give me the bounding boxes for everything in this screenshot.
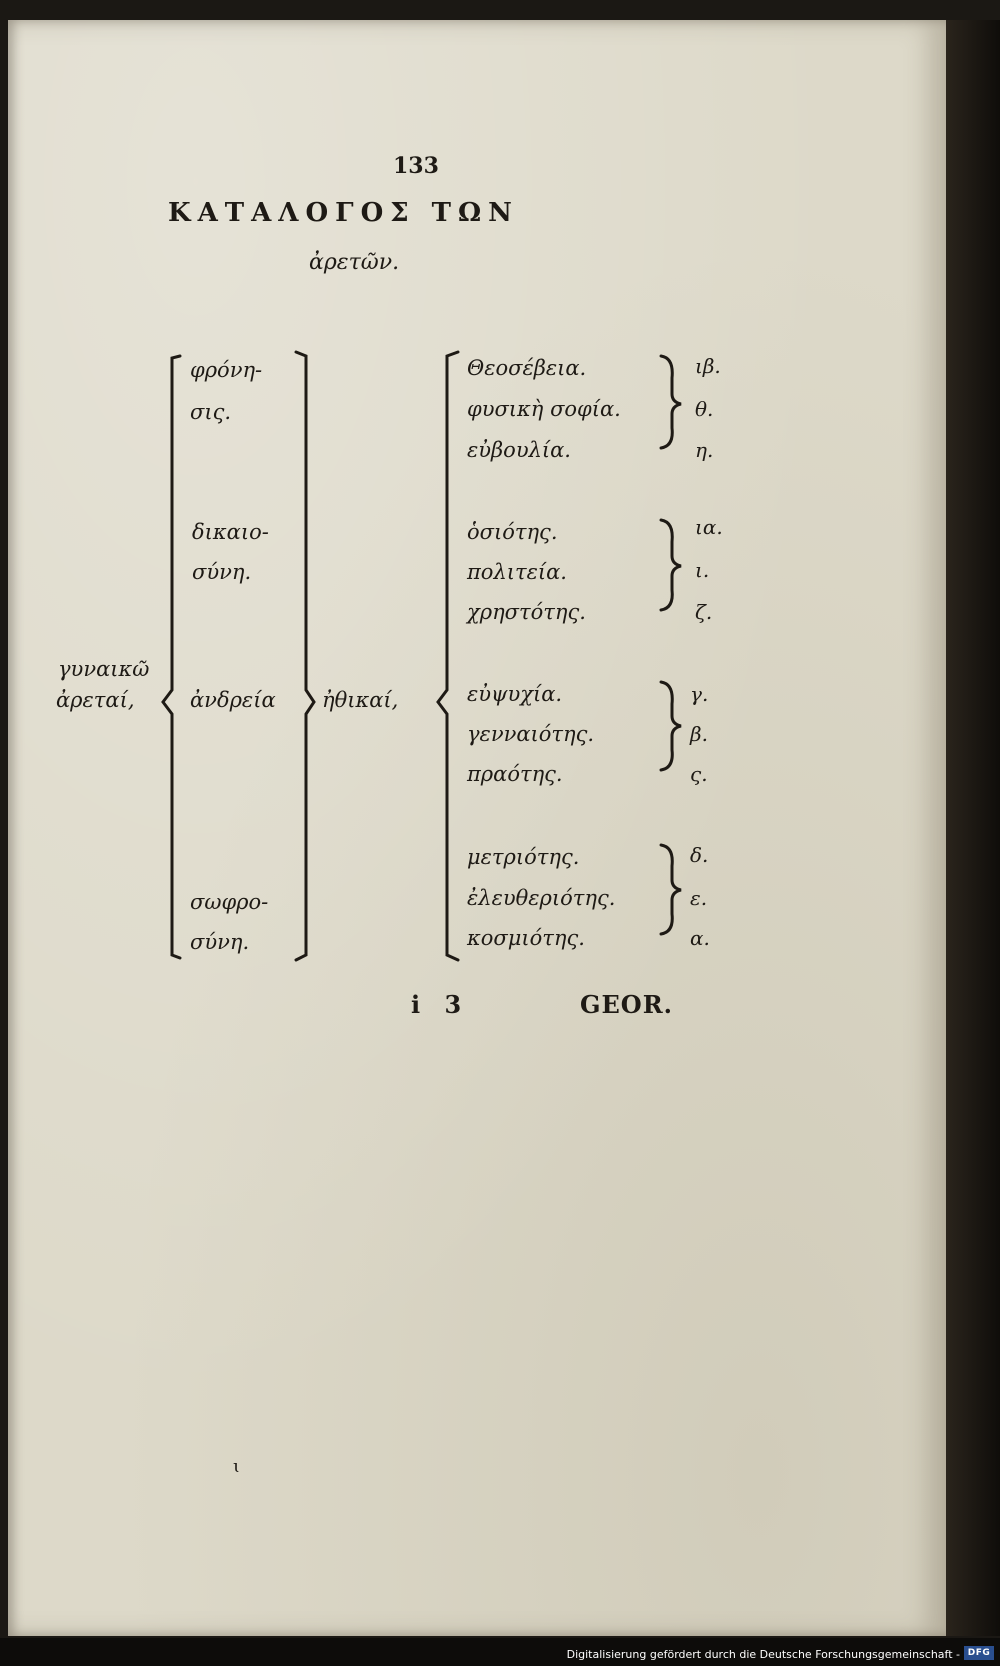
group-brace-3	[659, 680, 682, 772]
group-brace-2	[659, 518, 682, 612]
cardinal-left-bracket	[161, 354, 182, 960]
cardinal-4-line2: σύνη.	[190, 930, 250, 954]
group-2-item-3: χρηστότης.	[467, 600, 586, 624]
group-brace-4	[659, 843, 682, 936]
catchword: GEOR.	[580, 990, 673, 1019]
group-2-number-3: ζ.	[695, 600, 713, 624]
dfg-logo-icon: DFG	[964, 1646, 994, 1660]
group-3-item-3: πραότης.	[467, 762, 563, 786]
group-3-number-2: β.	[690, 722, 708, 746]
subvirtue-left-bracket	[436, 350, 460, 962]
group-brace-1	[659, 354, 682, 450]
cardinal-2-line1: δικαιο-	[192, 520, 269, 544]
book-page	[8, 20, 946, 1636]
group-1-number-2: θ.	[695, 397, 714, 421]
group-4-item-3: κοσμιότης.	[467, 926, 585, 950]
group-3-number-1: γ.	[690, 682, 709, 706]
group-2-number-2: ι.	[695, 558, 710, 582]
cardinal-1-line1: φρόνη-	[190, 358, 263, 382]
stray-mark: ɩ	[233, 1456, 241, 1477]
group-3-item-1: εὐψυχία.	[467, 682, 563, 706]
root-label-line1: γυναικῶ	[58, 657, 150, 681]
cardinal-2-line2: σύνη.	[192, 560, 252, 584]
mid-label: ἠθικαί,	[322, 688, 399, 712]
cardinal-4-line1: σωφρο-	[190, 890, 269, 914]
page-number: 133	[393, 153, 439, 179]
cardinal-1-line2: σις.	[190, 400, 232, 424]
group-3-item-2: γενναιότης.	[467, 722, 595, 746]
group-2-number-1: ια.	[695, 515, 723, 539]
cardinal-3-line1: ἀνδρεία	[190, 688, 276, 712]
page-edge-shadow	[946, 20, 1000, 1636]
group-2-item-2: πολιτεία.	[467, 560, 567, 584]
root-label-line2: ἀρεταί,	[56, 688, 135, 712]
group-2-item-1: ὁσιότης.	[467, 520, 558, 544]
group-1-number-3: η.	[695, 438, 714, 462]
page-title: ΚΑΤΑΛΟΓΟΣ ΤΩΝ	[168, 198, 519, 228]
group-1-item-1: Θεοσέβεια.	[467, 356, 587, 380]
group-3-number-3: ς.	[690, 762, 708, 786]
group-4-item-2: ἐλευθεριότης.	[467, 886, 616, 910]
page-subtitle: ἀρετῶν.	[309, 250, 400, 275]
group-1-number-1: ιβ.	[695, 354, 721, 378]
cardinal-right-bracket	[294, 350, 316, 962]
group-1-item-2: φυσικὴ σοφία.	[467, 397, 621, 421]
digitization-credit: Digitalisierung gefördert durch die Deut…	[566, 1648, 960, 1661]
credit-bar	[0, 1638, 1000, 1666]
signature-mark: i 3	[411, 990, 470, 1019]
group-4-number-1: δ.	[690, 843, 709, 867]
group-1-item-3: εὐβουλία.	[467, 438, 571, 462]
group-4-number-3: α.	[690, 926, 710, 950]
group-4-item-1: μετριότης.	[467, 845, 580, 869]
group-4-number-2: ε.	[690, 886, 708, 910]
